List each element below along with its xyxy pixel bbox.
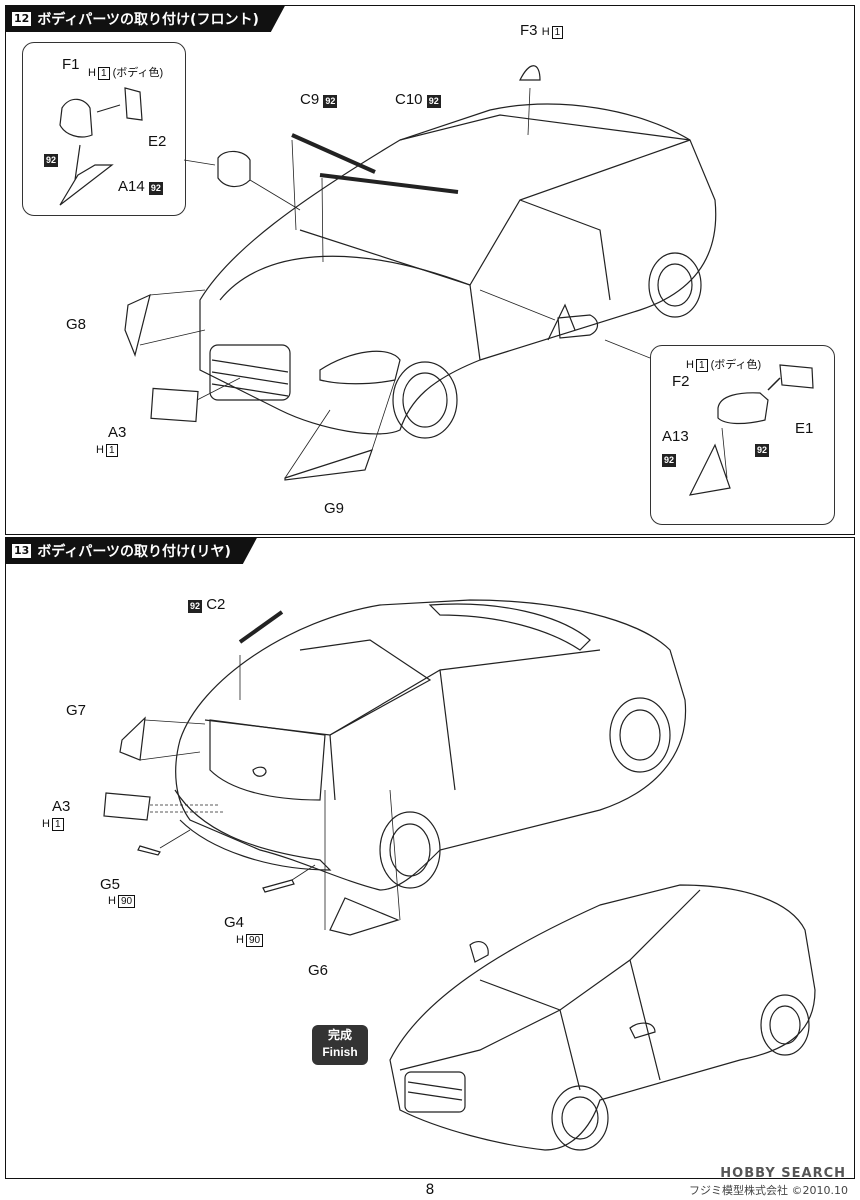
- paint-F2: 92: [755, 444, 770, 457]
- step13-number: 13: [14, 544, 30, 557]
- label-A13: A13: [662, 428, 689, 445]
- label-E1: E1: [795, 420, 814, 437]
- step13-header: 13 ボディパーツの取り付け(リヤ): [6, 538, 257, 564]
- rear-wheel: [648, 252, 702, 318]
- page-number: 8: [425, 1182, 435, 1198]
- label-E2: E2: [148, 133, 167, 150]
- finish-badge: 完成 Finish: [312, 1025, 368, 1065]
- finish-en: Finish: [322, 1045, 358, 1059]
- paint-A13: 92: [662, 454, 677, 467]
- label-A3: A3: [108, 424, 127, 441]
- paint-F1: 92: [44, 154, 59, 167]
- label-C2: 92 C2: [188, 596, 226, 613]
- step12-number: 12: [14, 12, 30, 25]
- step13-title: ボディパーツの取り付け(リヤ): [37, 544, 231, 560]
- label-G4: G4: [224, 914, 245, 931]
- step12-title: ボディパーツの取り付け(フロント): [37, 12, 259, 28]
- finish-jp: 完成: [327, 1028, 352, 1042]
- label-C9: C9 92: [300, 91, 338, 108]
- car-front-outline: [199, 103, 717, 435]
- front-wheel: [392, 361, 458, 439]
- car-rear-outline: [175, 599, 687, 891]
- label-F2: F2: [672, 373, 690, 390]
- label-A14: A14 92: [118, 178, 163, 195]
- label-F1: F1: [62, 56, 80, 73]
- finished-car: [389, 884, 816, 1151]
- step12-header: 12 ボディパーツの取り付け(フロント): [6, 6, 285, 32]
- label-G6: G6: [308, 962, 329, 979]
- label-A3-rear: A3: [52, 798, 71, 815]
- copyright: フジミ模型株式会社 ©2010.10: [689, 1184, 848, 1197]
- f2-callout: [650, 345, 835, 525]
- label-G5: G5: [100, 876, 121, 893]
- watermark: HOBBY SEARCH: [720, 1166, 846, 1181]
- label-G7: G7: [66, 702, 87, 719]
- label-C10: C10 92: [395, 91, 441, 108]
- label-G8: G8: [66, 316, 87, 333]
- label-G9: G9: [324, 500, 345, 517]
- step13-panel: 13 ボディパーツの取り付け(リヤ): [5, 537, 855, 1179]
